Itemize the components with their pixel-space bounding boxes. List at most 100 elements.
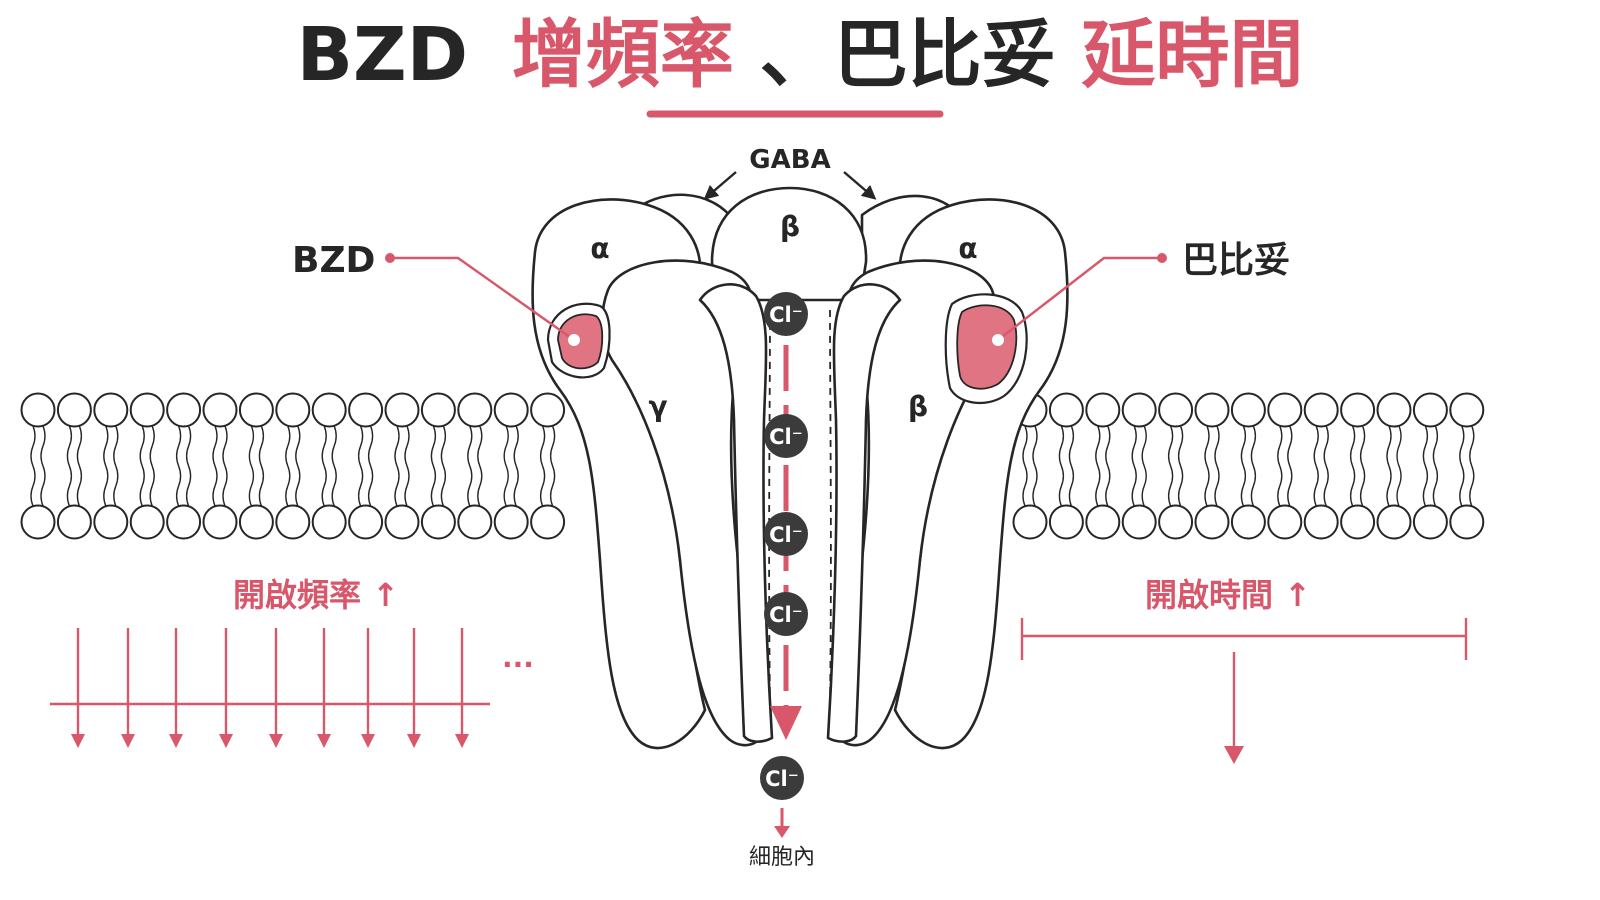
curved-arrow-icon [843, 171, 877, 200]
label-frequency-up: 開啟頻率 ↑ [233, 576, 399, 614]
lipid-head [166, 392, 202, 428]
lipid-head [311, 504, 347, 540]
lipid-head [420, 392, 456, 428]
lipid-head [202, 392, 238, 428]
lipid-tails [467, 425, 483, 507]
subunit-beta-top [710, 186, 868, 302]
label-intracellular: 細胞內 [749, 845, 815, 870]
bzd-callout-target [568, 334, 580, 346]
membrane-right [1012, 392, 1485, 540]
label-beta-right: β [908, 390, 928, 423]
chloride-ion: Cl⁻ [764, 414, 808, 458]
lipid-head [1230, 504, 1266, 540]
arrow-down-icon [121, 628, 135, 748]
lipid-head [129, 504, 165, 540]
pore-dash-right [829, 309, 832, 701]
receptor [531, 186, 1069, 750]
label-ellipsis: ··· [502, 648, 534, 681]
label-time-up: 開啟時間 ↑ [1145, 576, 1311, 614]
lipid-tails [66, 425, 83, 507]
lipid-tails [1131, 425, 1147, 507]
arrow-down-icon [774, 826, 790, 838]
lipid-tails [1204, 425, 1220, 507]
bzd-site [557, 313, 604, 370]
lipid-tails [103, 425, 119, 507]
lipid-head [1194, 392, 1230, 428]
lipid-head [1449, 392, 1485, 428]
chloride-ions: Cl⁻ Cl⁻ Cl⁻ Cl⁻ Cl⁻ [760, 292, 808, 800]
lipid-head [1085, 392, 1121, 428]
lipid-head [1158, 392, 1194, 428]
lipid-head [129, 392, 165, 428]
lipid-head [1121, 392, 1157, 428]
pore-wall-right [826, 283, 902, 743]
title-bzd: BZD [297, 12, 469, 98]
lipid-tails [1022, 425, 1038, 507]
lipid-tails [1422, 425, 1439, 507]
membrane-left [20, 392, 566, 540]
lipid-head [202, 504, 238, 540]
lipid-tails [1349, 425, 1366, 507]
page-title: BZD 增頻率 、巴比妥 延時間 [297, 12, 1304, 98]
lipid-tails [1386, 425, 1402, 507]
lipid-tails [285, 425, 301, 507]
title-barbiturate: 、巴比妥 [760, 12, 1056, 98]
arrow-down-icon [455, 628, 469, 748]
lipid-head [348, 504, 384, 540]
arrow-down-icon [169, 628, 183, 748]
barbiturate-site [956, 304, 1018, 390]
lipid-head [530, 504, 566, 540]
lipid-head [1267, 392, 1303, 428]
lipid-head [1303, 392, 1339, 428]
label-alpha-left: α [590, 232, 609, 265]
lipid-head [1340, 504, 1376, 540]
lipid-tails [30, 425, 46, 507]
lipid-tails [394, 425, 410, 507]
pore-wall-left [698, 283, 774, 743]
lipid-head [275, 504, 311, 540]
lipid-head [238, 392, 274, 428]
chloride-ion: Cl⁻ [764, 512, 808, 556]
lipid-tails [430, 425, 447, 507]
lipid-head [93, 392, 129, 428]
lipid-head [420, 504, 456, 540]
label-bzd: BZD [292, 240, 375, 281]
barbiturate-callout-target [992, 334, 1004, 346]
lipid-head [56, 392, 92, 428]
lipid-head [1048, 392, 1084, 428]
lipid-tails [212, 425, 228, 507]
curved-arrow-icon [703, 171, 737, 200]
lipid-tails [248, 425, 265, 507]
title-frequency: 增頻率 [512, 12, 734, 98]
arrow-down-icon [317, 628, 331, 748]
lipid-head [20, 392, 56, 428]
lipid-tails [1459, 425, 1475, 507]
lipid-head [530, 392, 566, 428]
lipid-head [1121, 504, 1157, 540]
arrow-down-icon [219, 628, 233, 748]
arrow-down-icon [71, 628, 85, 748]
lipid-tails [503, 425, 519, 507]
lipid-head [238, 504, 274, 540]
title-duration: 延時間 [1081, 12, 1303, 98]
lipid-head [493, 392, 529, 428]
chloride-ion-label: Cl⁻ [769, 425, 803, 449]
lipid-tails [139, 425, 155, 507]
label-gaba: GABA [749, 145, 830, 175]
chloride-ion-label: Cl⁻ [765, 767, 799, 791]
lipid-head [56, 504, 92, 540]
frequency-arrows [71, 628, 469, 748]
lipid-head [1412, 504, 1448, 540]
lipid-head [20, 504, 56, 540]
lipid-head [1230, 392, 1266, 428]
arrow-down-icon [770, 706, 802, 740]
lipid-head [311, 392, 347, 428]
lipid-head [1267, 504, 1303, 540]
lipid-head [1303, 504, 1339, 540]
chloride-ion-label: Cl⁻ [769, 303, 803, 327]
chloride-ion-label: Cl⁻ [769, 603, 803, 627]
lipid-head [384, 392, 420, 428]
lipid-head [1085, 504, 1121, 540]
arrow-down-icon [269, 628, 283, 748]
